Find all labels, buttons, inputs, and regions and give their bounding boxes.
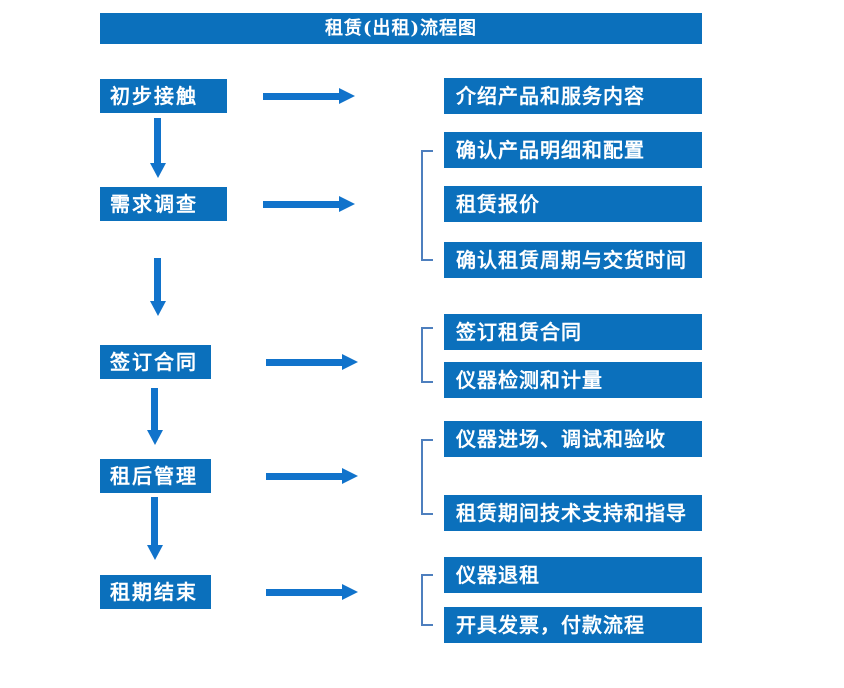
right-arrow-1-icon [263,88,355,104]
output-box-sign-lease: 签订租赁合同 [444,314,702,350]
output-box-instrument-test: 仪器检测和计量 [444,362,702,398]
down-arrow-3-icon [147,388,163,445]
right-arrow-2-icon [263,196,355,212]
down-arrow-1-icon [150,118,166,178]
step-box-initial-contact: 初步接触 [100,79,227,113]
flowchart-title: 租赁(出租)流程图 [100,13,702,44]
step-box-sign-contract: 签订合同 [100,345,211,379]
down-arrow-4-icon [147,497,163,560]
step-box-post-rental: 租后管理 [100,459,211,493]
arrow-head [342,584,358,600]
arrow-head [150,163,166,178]
right-arrow-4-icon [266,468,358,484]
arrow-shaft [266,589,344,596]
arrow-shaft [154,258,161,301]
output-box-invoice-payment: 开具发票，付款流程 [444,607,702,643]
arrow-head [339,88,355,104]
output-box-confirm-period: 确认租赁周期与交货时间 [444,242,702,278]
arrow-shaft [263,201,341,208]
arrow-shaft [263,93,341,100]
group-bracket-5-icon [421,574,433,626]
step-box-rental-end: 租期结束 [100,575,211,609]
output-box-instrument-entry: 仪器进场、调试和验收 [444,421,702,457]
arrow-shaft [151,388,158,430]
output-box-tech-support: 租赁期间技术支持和指导 [444,495,702,531]
arrow-shaft [266,359,344,366]
arrow-shaft [151,497,158,545]
output-box-intro-products: 介绍产品和服务内容 [444,78,702,114]
arrow-head [150,301,166,316]
output-box-confirm-details: 确认产品明细和配置 [444,132,702,168]
down-arrow-2-icon [150,258,166,316]
group-bracket-2-icon [421,150,433,261]
arrow-head [147,545,163,560]
arrow-head [342,468,358,484]
arrow-shaft [266,473,344,480]
right-arrow-5-icon [266,584,358,600]
group-bracket-4-icon [421,439,433,515]
step-box-demand-survey: 需求调查 [100,187,227,221]
output-box-instrument-return: 仪器退租 [444,557,702,593]
arrow-shaft [154,118,161,163]
arrow-head [147,430,163,445]
group-bracket-3-icon [421,327,433,383]
arrow-head [339,196,355,212]
arrow-head [342,354,358,370]
right-arrow-3-icon [266,354,358,370]
output-box-rental-quote: 租赁报价 [444,186,702,222]
